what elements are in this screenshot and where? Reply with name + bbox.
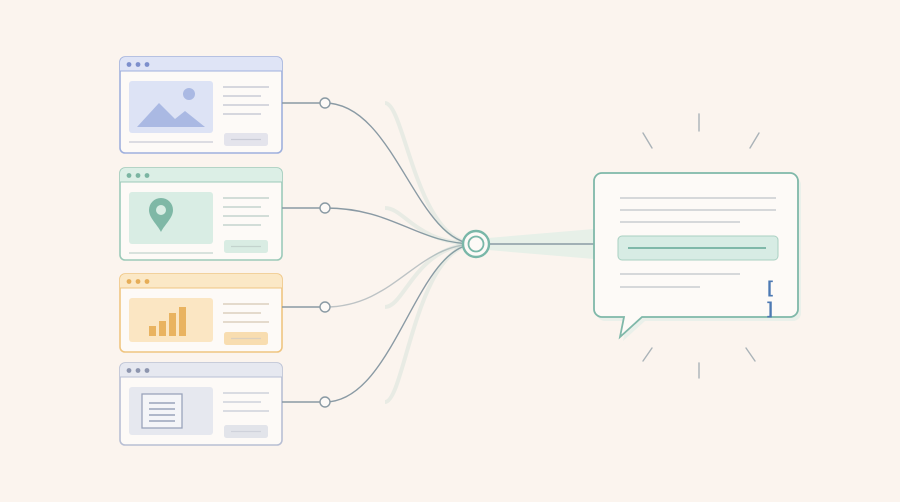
- window-control-dot: [144, 173, 150, 178]
- window-control-dot: [126, 62, 132, 67]
- source-window-chart: [119, 273, 283, 353]
- window-control-dot: [126, 173, 132, 178]
- hub-core: [467, 235, 485, 253]
- connector-curve: [324, 243, 477, 308]
- chart-bar: [149, 326, 156, 336]
- connector-glow: [384, 101, 477, 246]
- connector-curve: [324, 243, 477, 403]
- chart-bar: [169, 313, 176, 336]
- burst-ray: [745, 347, 756, 362]
- connector-curve: [324, 207, 477, 245]
- connector-node: [319, 202, 331, 214]
- connector-node: [319, 396, 331, 408]
- window-titlebar: [120, 363, 282, 377]
- connector-node: [319, 97, 331, 109]
- window-control-dot: [135, 173, 141, 178]
- connector-curve: [324, 102, 477, 245]
- connector-glow: [384, 242, 477, 404]
- burst-ray: [642, 347, 653, 362]
- document-icon: [141, 393, 183, 429]
- connector-location: [282, 202, 477, 246]
- map-pin-icon: [149, 198, 173, 232]
- output-bracket-label: [ ]: [764, 278, 778, 320]
- connector-chart: [282, 242, 477, 313]
- connector-glow: [384, 242, 477, 309]
- window-control-dot: [144, 62, 150, 67]
- hub: [461, 228, 606, 260]
- source-window-location: [119, 167, 283, 261]
- output-bubble: [593, 113, 801, 379]
- source-window-document: [119, 362, 283, 446]
- mountain-image-icon: [137, 88, 205, 127]
- window-titlebar: [120, 274, 282, 288]
- window-control-dot: [144, 368, 150, 373]
- window-titlebar: [120, 57, 282, 71]
- source-windows: [119, 56, 283, 446]
- bar-chart-icon: [149, 307, 186, 336]
- window-control-dot: [126, 279, 132, 284]
- window-thumbnail: [129, 192, 213, 244]
- connector-glow: [384, 206, 477, 246]
- window-titlebar: [120, 168, 282, 182]
- connectors: [282, 97, 477, 408]
- chart-bar: [179, 307, 186, 336]
- connector-document: [282, 242, 477, 408]
- connector-image: [282, 97, 477, 246]
- burst-ray: [642, 132, 653, 149]
- window-control-dot: [135, 62, 141, 67]
- connector-node: [319, 301, 331, 313]
- burst-ray: [749, 132, 760, 149]
- chart-bar: [159, 321, 166, 336]
- window-control-dot: [135, 368, 141, 373]
- window-control-dot: [135, 279, 141, 284]
- source-window-image: [119, 56, 283, 154]
- window-control-dot: [144, 279, 150, 284]
- window-control-dot: [126, 368, 132, 373]
